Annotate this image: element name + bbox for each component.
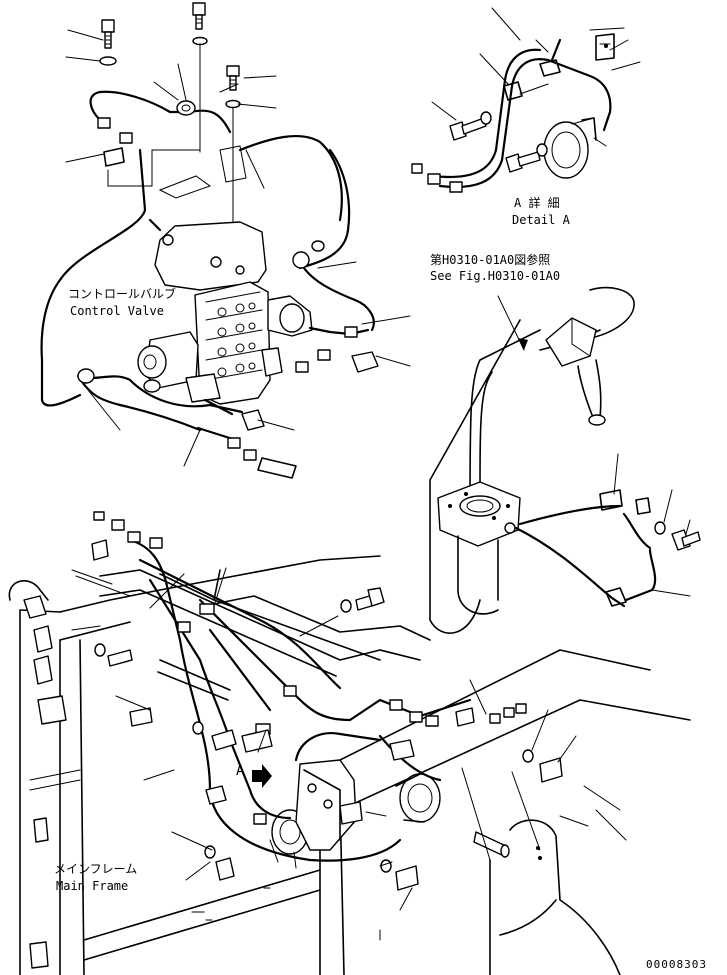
valve-ports bbox=[217, 302, 256, 377]
leader-lines-top-left bbox=[65, 29, 411, 467]
see-fig-label-jp: 第H0310-01A0図参照 bbox=[430, 253, 551, 267]
main-frame-label-en: Main Frame bbox=[56, 879, 129, 893]
detail-a-assembly bbox=[411, 7, 641, 193]
bolt-2 bbox=[192, 2, 206, 30]
control-valve-label-en: Control Valve bbox=[70, 304, 164, 318]
washer-2 bbox=[192, 36, 208, 46]
control-valve-label-jp: コントロールバルブ bbox=[68, 287, 177, 301]
washer-1 bbox=[99, 56, 117, 66]
see-fig-label-en: See Fig.H0310-01A0 bbox=[430, 269, 561, 283]
pipe-assembly bbox=[429, 286, 701, 634]
callout-a-label: A bbox=[236, 763, 245, 779]
drawing-number: 00008303 bbox=[646, 958, 707, 971]
main-frame-label-jp: メインフレーム bbox=[54, 862, 138, 876]
connector bbox=[119, 132, 133, 144]
main-frame-assembly bbox=[8, 511, 691, 975]
horn bbox=[543, 121, 589, 179]
clamp bbox=[176, 100, 196, 116]
callout-arrow-a bbox=[252, 764, 272, 788]
detail-a-bolt-2 bbox=[505, 151, 541, 173]
bolt-3 bbox=[226, 65, 240, 91]
detail-a-label-en: Detail A bbox=[512, 213, 570, 227]
detail-a-label-jp: A 詳 細 bbox=[514, 196, 560, 210]
control-valve-assembly bbox=[40, 2, 379, 479]
bolt-1 bbox=[101, 19, 115, 49]
connector bbox=[97, 117, 111, 129]
detail-a-bolt bbox=[449, 117, 487, 141]
